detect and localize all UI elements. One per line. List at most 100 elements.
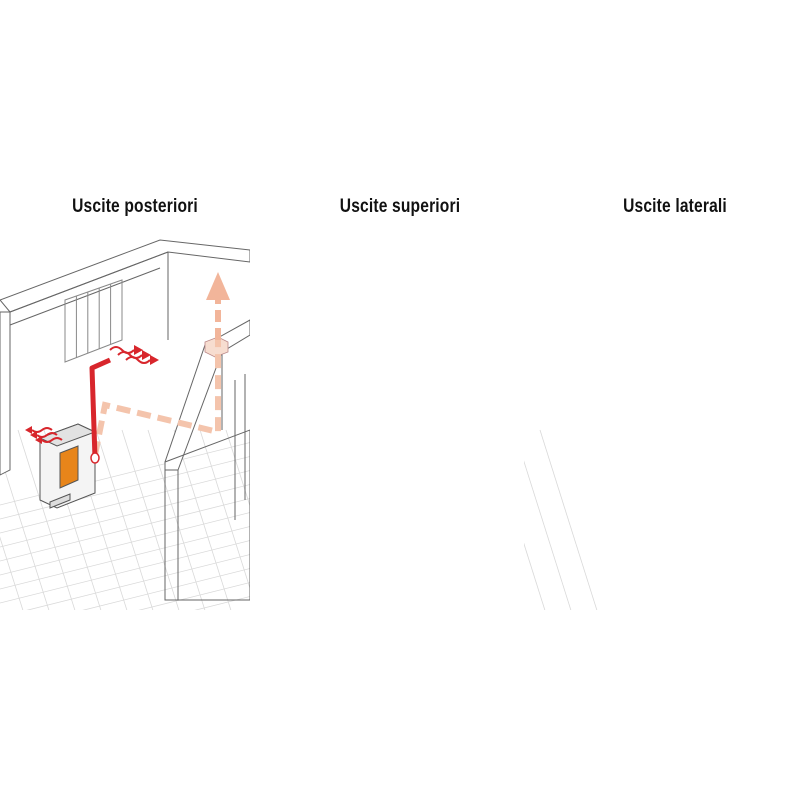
- floor-grid-line: [242, 468, 522, 538]
- floor-grid-line: [242, 454, 522, 524]
- wall-line: [9, 267, 161, 326]
- stove-front-arrowhead: [595, 430, 602, 438]
- stove-fire-window: [620, 440, 638, 482]
- panel-title-rear-outlets: Uscite posteriori: [72, 196, 198, 217]
- floor-grid-line: [278, 430, 338, 620]
- partition-wall-top: [710, 320, 795, 470]
- floor-grid-line: [0, 622, 260, 692]
- flue-duct: [653, 340, 770, 520]
- hot-air-arrowhead: [134, 345, 143, 355]
- floor-grid-line: [26, 554, 250, 610]
- pellet-stove: [302, 424, 357, 508]
- wall-line: [9, 251, 169, 313]
- hot-air-wave: [342, 343, 366, 349]
- floor-grid-line: [511, 430, 571, 620]
- hot-air-arrowhead: [382, 351, 391, 361]
- stove-front-arrowhead: [292, 431, 299, 439]
- floor-grid-line: [667, 430, 727, 620]
- panel-title-top-outlets: Uscite superiori: [339, 196, 461, 217]
- floor-grid-line: [242, 510, 522, 580]
- stove-front-wave: [602, 432, 622, 436]
- panel-title-side-outlets: Uscite laterali: [623, 196, 727, 217]
- floor-grid-line: [563, 430, 623, 620]
- stove-front-arrowhead: [25, 426, 32, 434]
- stove-front-arrowhead: [30, 431, 37, 439]
- duct-outlet-ring: [326, 417, 334, 427]
- wall-top-band: [545, 240, 795, 312]
- floor-grid-line: [358, 430, 418, 620]
- hot-air-arrowhead: [366, 341, 375, 351]
- flue-arrow-head: [472, 272, 496, 300]
- stove-front-arrowhead: [585, 420, 592, 428]
- stove-front-wave: [299, 433, 319, 437]
- window: [610, 280, 667, 362]
- floor-grid-line: [0, 456, 250, 520]
- window-frame: [327, 280, 384, 362]
- duct-outlet-ring: [649, 443, 657, 453]
- hot-air-wave: [117, 351, 143, 359]
- floor-grid-line: [693, 430, 753, 620]
- floor-grid-line: [641, 430, 701, 620]
- stove-front-wave: [597, 427, 617, 431]
- floor-grid-line: [539, 429, 598, 610]
- floor-grid-line: [332, 430, 392, 620]
- diagram-rear-outlets: [0, 239, 338, 692]
- stove-front-arrowhead: [35, 436, 42, 444]
- stove-front-arrowhead: [287, 426, 294, 434]
- wall-line: [272, 268, 422, 325]
- hot-air-duct: [89, 357, 112, 459]
- stove-top: [302, 424, 357, 446]
- floor-grid-line: [242, 608, 522, 678]
- stove-front-wave: [41, 437, 63, 443]
- floor-grid-line: [17, 429, 76, 610]
- hot-air-wave: [350, 348, 374, 354]
- floor-grid-line: [0, 608, 260, 678]
- floor-grid-line: [252, 430, 312, 620]
- floor-grid-line: [525, 622, 800, 692]
- floor-grid-line: [537, 430, 597, 620]
- floor-grid-line: [525, 468, 800, 538]
- partition-wall-top: [427, 320, 512, 470]
- hot-air-wave: [698, 358, 722, 364]
- stove-top: [600, 418, 655, 440]
- stove-body: [600, 418, 655, 502]
- hot-air-wave: [690, 353, 714, 359]
- stove-front-arrowhead: [590, 425, 597, 433]
- pellet-stove: [600, 418, 655, 502]
- floor-grid-line: [194, 596, 250, 610]
- floor-grid-line: [242, 580, 522, 650]
- floor-grid-line: [525, 510, 800, 580]
- floor-grid-line: [0, 512, 250, 576]
- diagram-top-outlets: [242, 252, 598, 678]
- floor-grid-line: [0, 484, 250, 548]
- partition-wall-front: [164, 429, 250, 601]
- chimney-box: [467, 337, 490, 357]
- floor-grid-line: [254, 430, 314, 620]
- hot-air-wave: [125, 356, 151, 364]
- floor-grid-line: [242, 566, 522, 636]
- floor-grid-line: [280, 430, 340, 620]
- floor-grid-line: [0, 526, 250, 590]
- window-frame: [610, 280, 667, 362]
- floor-grid-line: [0, 540, 250, 604]
- window: [327, 280, 384, 362]
- stove-front-wave: [36, 432, 58, 438]
- floor-grid-line: [485, 430, 545, 620]
- floor-grid-line: [95, 429, 154, 610]
- stove-front-wave: [304, 438, 324, 442]
- hot-air-duct: [653, 366, 690, 448]
- floor-grid-line: [525, 608, 800, 678]
- hot-air-arrowhead: [722, 356, 731, 366]
- floor-grid-line: [242, 496, 522, 566]
- floor-grid-line: [525, 580, 800, 650]
- hot-air-arrowhead: [142, 350, 151, 360]
- wall-line: [272, 252, 430, 312]
- floor-grid: [242, 429, 598, 678]
- floor-grid-line: [436, 430, 496, 620]
- floor-grid-line: [525, 524, 800, 594]
- stove-body: [302, 424, 357, 508]
- room-walls: [545, 240, 795, 600]
- window-frame: [64, 279, 123, 363]
- duct-outlet-ring: [90, 452, 100, 464]
